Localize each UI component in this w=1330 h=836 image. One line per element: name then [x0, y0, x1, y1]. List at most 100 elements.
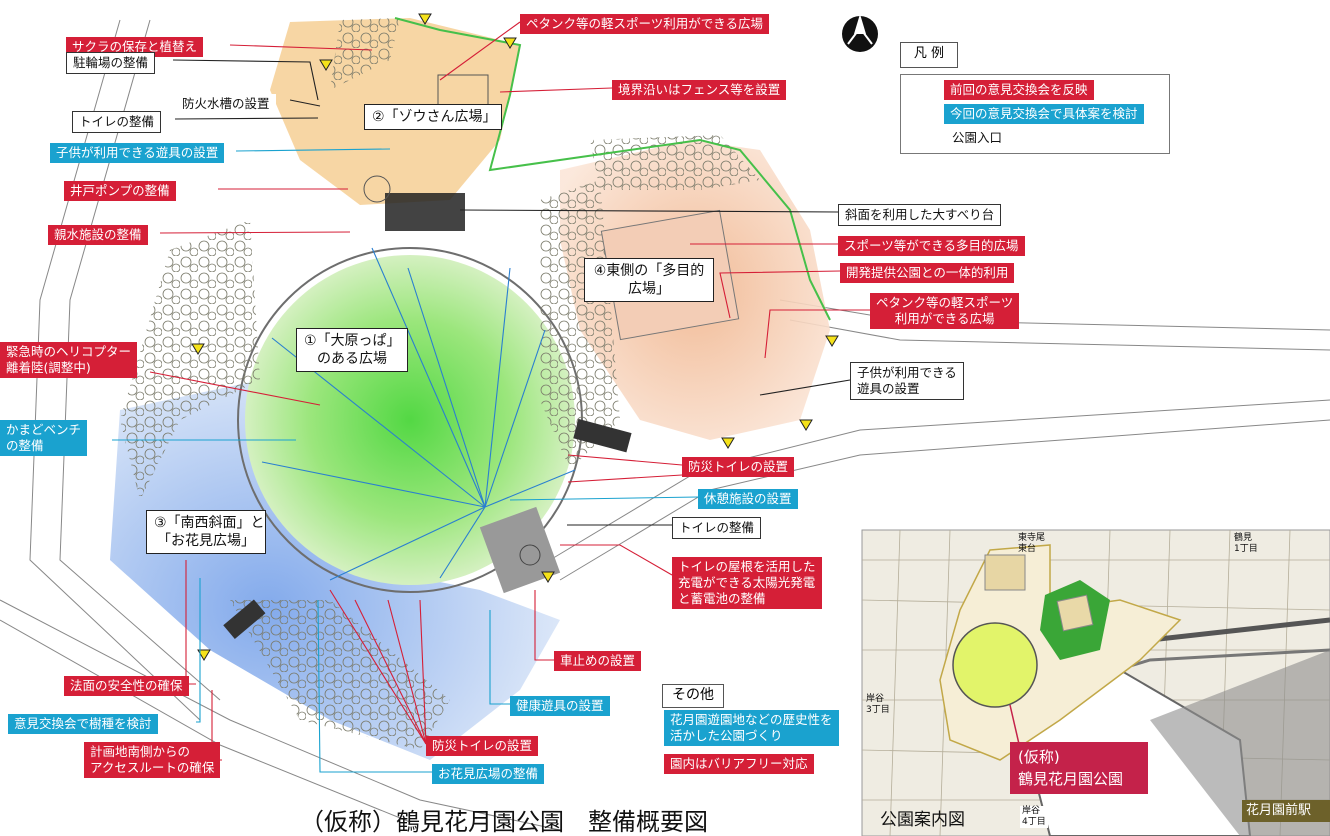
- inset-park-name-line2: 鶴見花月園公園: [1018, 770, 1124, 788]
- label-access-line1: 計画地南側からの: [90, 744, 191, 759]
- label-kamado-bench: かまどベンチ の整備: [0, 420, 88, 456]
- label-helicopter: 緊急時のヘリコプター 離着陸(調整中): [0, 342, 138, 378]
- slide-stairs: [385, 193, 465, 231]
- inset-town-west: 岸谷 3丁目: [866, 694, 890, 716]
- label-hanami-plaza: お花見広場の整備: [432, 764, 545, 784]
- label-history: 花月園遊園地などの歴史性を 活かした公園づくり: [664, 710, 839, 746]
- label-sports-multipurpose: スポーツ等ができる多目的広場: [838, 236, 1025, 256]
- label-history-line2: 活かした公園づくり: [670, 728, 783, 743]
- entrance-marker-icon: [319, 59, 333, 71]
- zone-ohara-line1: ①「大原っぱ」: [304, 333, 401, 349]
- tree-belt-south: [230, 600, 450, 750]
- inset-park-name: (仮称) 鶴見花月園公園: [1018, 746, 1123, 790]
- label-play-east-line2: 遊具の設置: [857, 381, 920, 396]
- label-barrier-free: 園内はバリアフリー対応: [664, 754, 814, 774]
- label-petanque-east-line2: 利用ができる広場: [894, 311, 995, 326]
- north-arrow-icon: [842, 14, 878, 52]
- label-fence: 境界沿いはフェンス等を設置: [612, 80, 787, 100]
- entrance-marker-icon: [721, 437, 735, 449]
- label-kamado-line1: かまどベンチ: [6, 422, 82, 437]
- inset-caption: 公園案内図: [880, 810, 965, 830]
- inset-town-north-line2: 東台: [1018, 544, 1037, 554]
- tree-belt-east: [540, 180, 620, 470]
- label-access-route: 計画地南側からの アクセスルートの確保: [84, 742, 221, 778]
- inset-town-south: 岸谷 4丁目: [1020, 806, 1048, 828]
- east-stairs: [573, 418, 632, 453]
- entrance-marker-icon: [418, 13, 432, 25]
- inset-town-ne: 鶴見 1丁目: [1234, 533, 1258, 555]
- label-disaster-toilet-south: 防災トイレの設置: [426, 736, 539, 756]
- zone-ohara-plaza: ①「大原っぱ」 のある広場: [296, 328, 408, 372]
- label-petanque-east: ペタンク等の軽スポーツ 利用ができる広場: [870, 293, 1020, 329]
- label-access-line2: アクセスルートの確保: [90, 760, 215, 775]
- zone-east-line1: ④東側の「多目的: [593, 263, 705, 279]
- legend-review-now: 今回の意見交換会で具体案を検討: [944, 104, 1144, 124]
- southwest-stairs: [223, 599, 266, 639]
- label-toilet-south: トイレの整備: [672, 517, 762, 539]
- legend-title: 凡 例: [900, 42, 958, 68]
- label-rest-facility: 休憩施設の設置: [698, 489, 798, 509]
- entrance-markers: [191, 13, 839, 661]
- page-title: （仮称）鶴見花月園公園 整備概要図: [300, 808, 708, 836]
- legend-reflect-previous: 前回の意見交換会を反映: [944, 80, 1094, 100]
- label-well-pump: 井戸ポンプの整備: [64, 181, 176, 201]
- label-play-nw: 子供が利用できる遊具の設置: [50, 143, 225, 163]
- inset-station-name: 花月園前駅: [1246, 803, 1312, 818]
- toilet-roof-solar: [519, 544, 541, 566]
- southwest-slope-zone: [110, 380, 560, 760]
- inset-town-west-line1: 岸谷: [866, 694, 885, 704]
- label-bollard: 車止めの設置: [554, 651, 642, 671]
- label-dev-park: 開発提供公園との一体的利用: [840, 263, 1015, 283]
- label-tree-species: 意見交換会で樹種を検討: [8, 714, 158, 734]
- tree-belt-west: [120, 220, 260, 500]
- inset-park-name-box: [1010, 742, 1148, 794]
- label-helicopter-line2: 離着陸(調整中): [6, 360, 91, 375]
- legend-entrance-label: 公園入口: [952, 130, 1003, 145]
- entrance-marker-icon: [191, 343, 205, 355]
- zone-east-multipurpose: ④東側の「多目的 広場」: [584, 258, 714, 302]
- zone-southwest-line2: 「お花見広場」: [157, 533, 255, 549]
- label-history-line1: 花月園遊園地などの歴史性を: [670, 712, 833, 727]
- well-pump-plaza: [363, 175, 391, 203]
- label-play-east: 子供が利用できる 遊具の設置: [850, 362, 964, 400]
- label-disaster-toilet-east: 防災トイレの設置: [682, 457, 795, 477]
- inset-park-name-line1: (仮称): [1018, 748, 1060, 766]
- label-helicopter-line1: 緊急時のヘリコプター: [6, 344, 132, 359]
- inset-town-ne-line1: 鶴見: [1234, 533, 1253, 543]
- inset-town-west-line2: 3丁目: [866, 705, 890, 715]
- label-slope-safety: 法面の安全性の確保: [64, 676, 189, 696]
- entrance-marker-icon: [799, 419, 813, 431]
- entrance-marker-icon: [541, 571, 555, 583]
- label-leader-lines: [112, 21, 870, 773]
- entrance-marker-icon: [825, 335, 839, 347]
- toilet-building-south: [479, 506, 561, 594]
- label-solar-battery: トイレの屋根を活用した 充電ができる太陽光発電 と蓄電池の整備: [672, 557, 822, 609]
- inset-town-north-line1: 東寺尾: [1018, 533, 1046, 543]
- inset-location-map: [861, 529, 1330, 836]
- label-water-play: 親水施設の整備: [48, 225, 148, 245]
- other-title: その他: [662, 684, 724, 708]
- zone-southwest-hanami: ③「南西斜面」と 「お花見広場」: [146, 510, 266, 554]
- inset-town-ne-line2: 1丁目: [1234, 544, 1258, 554]
- entrance-marker-icon: [503, 37, 517, 49]
- label-solar-line1: トイレの屋根を活用した: [678, 559, 816, 574]
- label-petanque-east-line1: ペタンク等の軽スポーツ: [876, 295, 1014, 310]
- label-toilet-nw: トイレの整備: [72, 111, 162, 133]
- park-boundary-fence: [394, 17, 831, 321]
- entrance-marker-icon: [197, 649, 211, 661]
- label-bicycle-parking: 駐輪場の整備: [66, 52, 156, 74]
- inset-town-south-line1: 岸谷: [1022, 806, 1041, 816]
- inset-station-box: [1242, 800, 1330, 822]
- inset-ohara-field: [952, 622, 1038, 708]
- zone-zousan-plaza: ②「ゾウさん広場」: [364, 104, 502, 130]
- label-solar-line3: と蓄電池の整備: [678, 591, 766, 606]
- label-solar-line2: 充電ができる太陽光発電: [678, 575, 816, 590]
- zone-east-line2: 広場」: [628, 281, 670, 297]
- zone-southwest-line1: ③「南西斜面」と: [154, 515, 265, 531]
- label-health-equipment: 健康遊具の設置: [510, 696, 610, 716]
- inset-town-north: 東寺尾 東台: [1018, 533, 1045, 555]
- label-kamado-line2: の整備: [6, 438, 44, 453]
- label-petanque-top: ペタンク等の軽スポーツ利用ができる広場: [520, 14, 770, 34]
- zone-ohara-line2: のある広場: [317, 351, 387, 367]
- label-water-tank: 防火水槽の設置: [176, 94, 276, 114]
